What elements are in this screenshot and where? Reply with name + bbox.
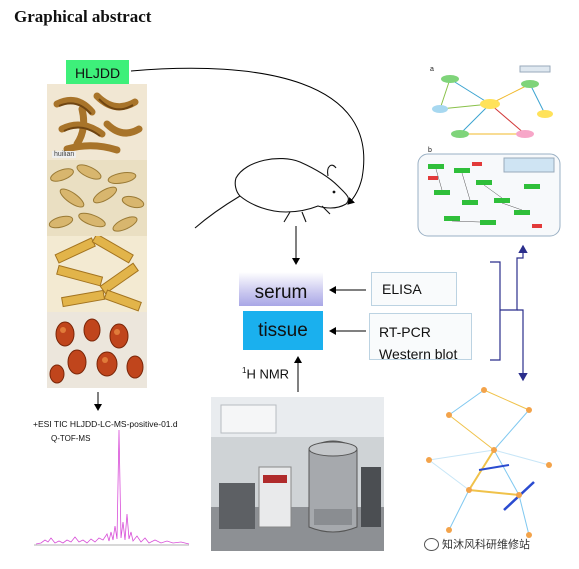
herb-photo-caption: huilian [52,151,77,158]
correlation-network-illustration [409,370,567,552]
ms-method-label: Q-TOF-MS [51,434,91,443]
pathway-network-b-illustration [417,153,561,237]
network-panel-a: a [420,64,560,149]
rat-eye [332,190,336,194]
herb-photo-3 [47,236,147,312]
serum-box: serum [239,272,323,306]
hljdd-label-box: HLJDD [66,60,129,86]
panel-a-label: a [430,66,434,73]
phellodendron-bark-illustration [47,236,147,312]
bracket-to-network-arrow [517,309,528,382]
nmr-spectrometer-photo [211,397,384,551]
gardenia-fruit-illustration [47,312,147,388]
coptis-rhizome-illustration [47,84,147,160]
western-blot-label: Western blot [379,346,458,360]
metabolite-correlation-network [409,370,567,552]
watermark-text: 知沐风科研维修站 [442,539,530,551]
herb-photo-4 [47,312,147,388]
ms-chromatogram-panel [31,414,191,548]
scutellaria-slices-illustration [47,160,147,236]
nmr-label-text: H NMR [246,366,290,382]
herb-photo-2 [47,160,147,236]
herb-photo-1 [47,84,147,160]
hljdd-to-rat-arrow [130,67,365,205]
rtpcr-label: RT-PCR [379,324,431,340]
bracket-to-panel-arrow [500,244,528,311]
wechat-icon [424,537,439,551]
tissue-box: tissue [243,311,323,350]
network-panel-b: b [414,147,564,240]
ms-chromatogram-trace [34,429,190,546]
watermark: 知沐风科研维修站 [424,536,530,552]
page-title: Graphical abstract [14,7,152,26]
ms-chromatogram-title: +ESI TIC HLJDD-LC-MS-positive-01.d [33,419,178,429]
panel-b-label: b [428,147,432,154]
results-bracket [490,261,501,361]
pathway-network-a-illustration [432,65,553,138]
nmr-superscript: 1 [242,366,247,375]
nmr-spectrometer-illustration [211,397,384,551]
rtpcr-western-box: RT-PCR Western blot [369,313,472,360]
rat-illustration [194,158,349,229]
nmr-label: 1H NMR [242,366,289,381]
elisa-box: ELISA [371,272,457,306]
